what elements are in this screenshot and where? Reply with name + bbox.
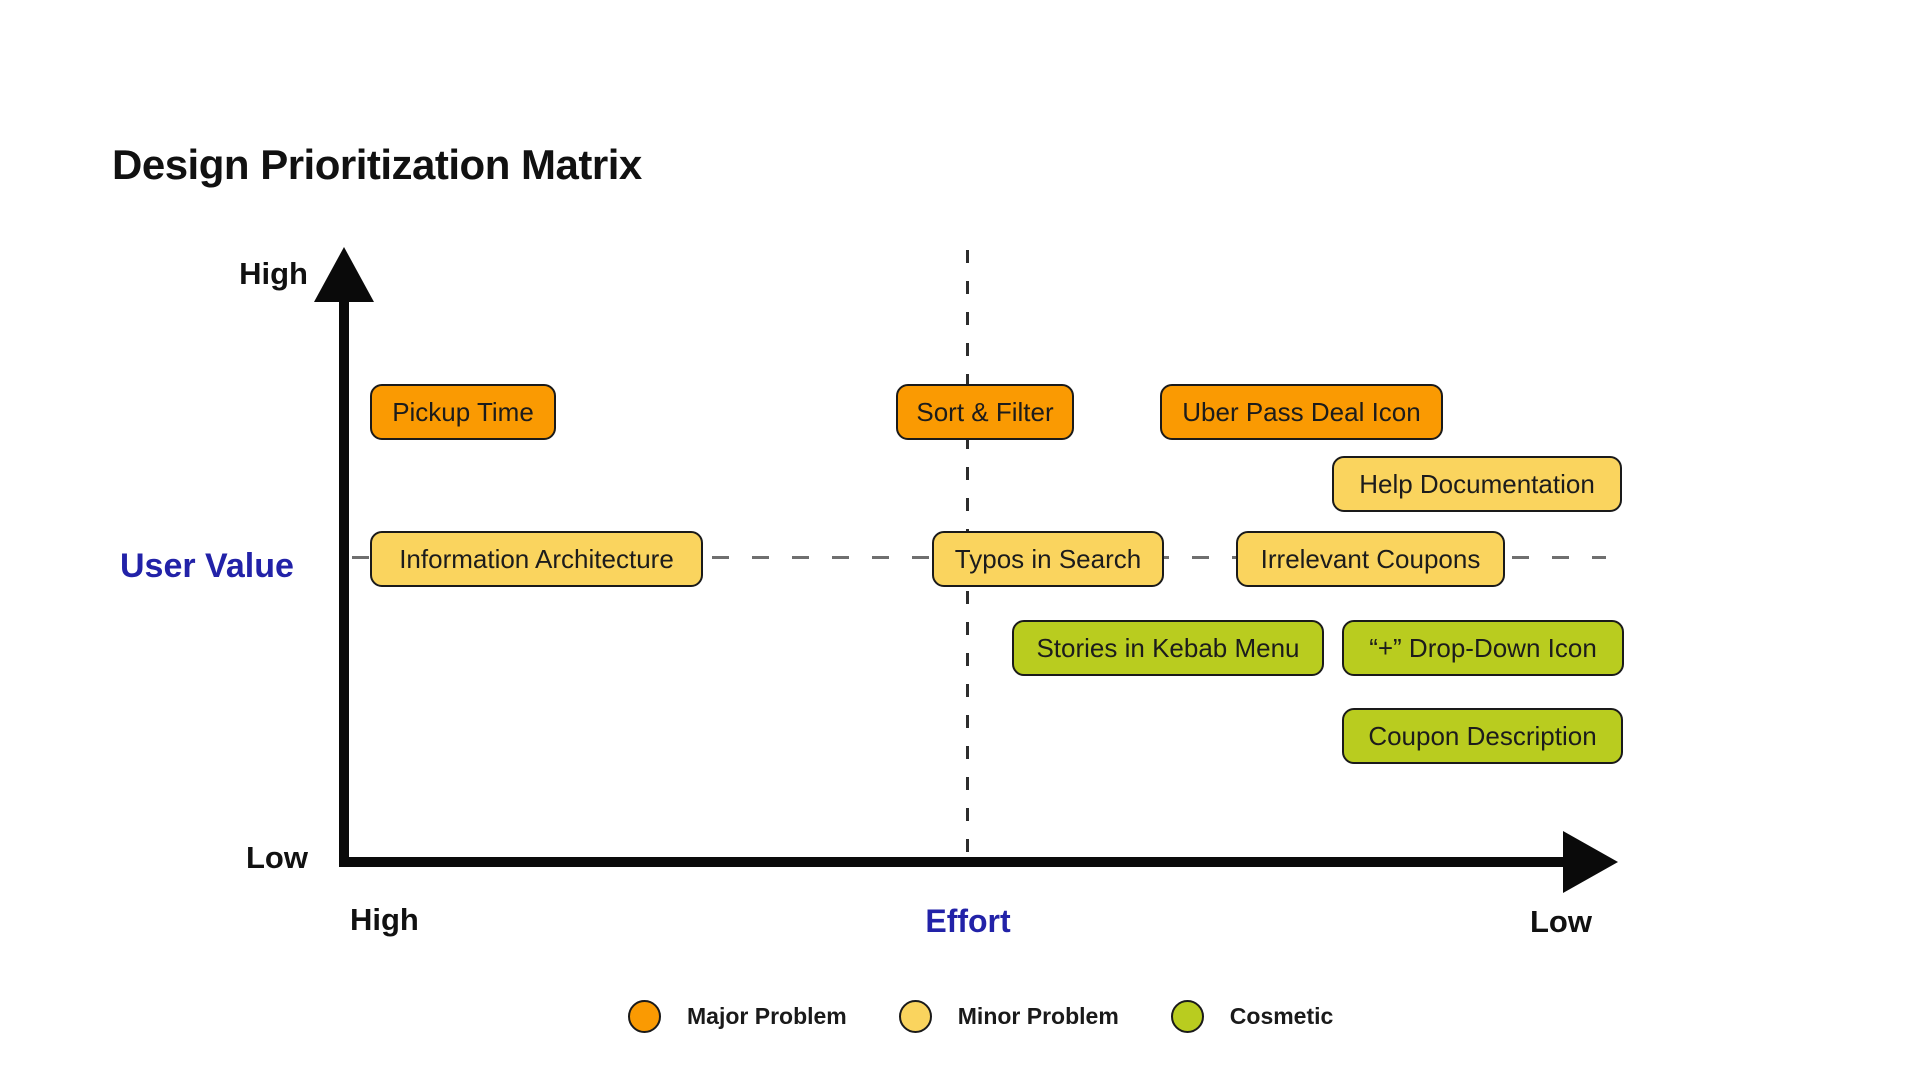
- legend: Major Problem Minor Problem Cosmetic: [628, 1000, 1333, 1033]
- y-axis-arrowhead-up-icon: [314, 247, 374, 302]
- matrix-badge: Irrelevant Coupons: [1236, 531, 1505, 587]
- page-title: Design Prioritization Matrix: [112, 141, 642, 188]
- matrix-badge: Stories in Kebab Menu: [1012, 620, 1324, 676]
- y-axis-title: User Value: [120, 547, 294, 585]
- x-axis-title: Effort: [925, 903, 1011, 939]
- y-axis-line: [339, 294, 349, 866]
- y-axis-high-label: High: [239, 256, 308, 291]
- legend-item-label: Minor Problem: [957, 1003, 1119, 1029]
- legend-item: Major Problem: [628, 1000, 847, 1033]
- matrix-badge: Sort & Filter: [896, 384, 1074, 440]
- matrix-badge: Typos in Search: [932, 531, 1164, 587]
- legend-item: Minor Problem: [898, 1000, 1119, 1033]
- minor-swatch-icon: [898, 1000, 932, 1033]
- matrix-badge: Pickup Time: [370, 384, 556, 440]
- x-axis-low-label: Low: [1530, 904, 1592, 939]
- legend-item-label: Cosmetic: [1229, 1003, 1334, 1029]
- matrix-badge: Information Architecture: [370, 531, 703, 587]
- cosmetic-swatch-icon: [1170, 1000, 1204, 1033]
- matrix-badge: Uber Pass Deal Icon: [1160, 384, 1443, 440]
- y-axis-low-label: Low: [246, 840, 308, 875]
- x-axis-arrowhead-right-icon: [1563, 831, 1618, 893]
- matrix-badge: Coupon Description: [1342, 708, 1623, 764]
- x-axis-high-label: High: [350, 902, 419, 937]
- legend-item-label: Major Problem: [687, 1003, 847, 1029]
- matrix-badge: Help Documentation: [1332, 456, 1622, 512]
- x-axis-line: [339, 857, 1567, 867]
- legend-item: Cosmetic: [1170, 1000, 1334, 1033]
- major-swatch-icon: [628, 1000, 661, 1033]
- matrix-badge: “+” Drop-Down Icon: [1342, 620, 1624, 676]
